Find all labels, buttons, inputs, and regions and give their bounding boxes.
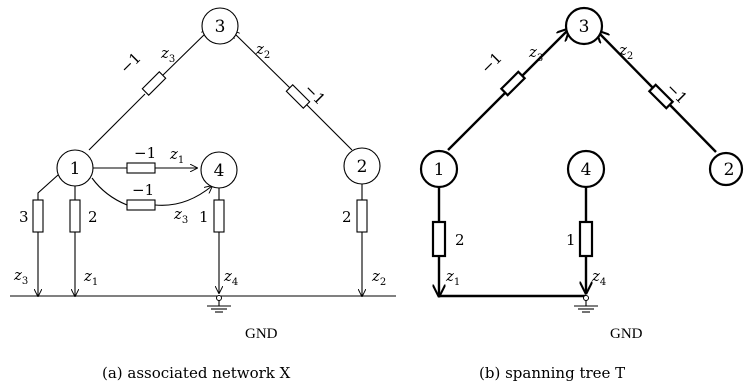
gnd-label: GND bbox=[245, 326, 278, 342]
edge-2-3: −1 z2 bbox=[232, 31, 353, 151]
caption-a: (a) associated network X bbox=[102, 364, 291, 382]
edge-1-3: −1 z3 bbox=[447, 29, 569, 151]
node-1: 1 bbox=[56, 149, 94, 187]
svg-text:3: 3 bbox=[579, 17, 590, 37]
edge-weight: 3 bbox=[19, 208, 29, 226]
node-4: 4 bbox=[200, 151, 238, 189]
resistor bbox=[126, 162, 156, 174]
node-3: 3 bbox=[201, 7, 239, 45]
ground-symbol bbox=[574, 295, 598, 313]
edge-z-label: z1 bbox=[445, 267, 460, 288]
edge-weight: 2 bbox=[455, 231, 465, 249]
resistor bbox=[499, 70, 527, 97]
resistor bbox=[69, 199, 81, 233]
ground-edge-2: 2 z2 bbox=[342, 184, 386, 296]
resistor bbox=[647, 83, 675, 110]
node-3: 3 bbox=[564, 6, 604, 46]
edge-weight: −1 bbox=[116, 49, 144, 77]
edge-z-label: z1 bbox=[83, 267, 98, 288]
svg-text:2: 2 bbox=[724, 160, 735, 180]
node-2: 2 bbox=[343, 147, 381, 185]
svg-text:3: 3 bbox=[215, 17, 226, 37]
gnd-label: GND bbox=[610, 326, 643, 342]
edge-z-label: z4 bbox=[591, 267, 606, 288]
edge-z-label: z3 bbox=[173, 205, 188, 226]
resistor bbox=[578, 220, 594, 258]
caption-b: (b) spanning tree T bbox=[479, 364, 625, 382]
edge-2-3: −1 z2 bbox=[597, 31, 717, 153]
edge-z-label: z3 bbox=[528, 43, 543, 64]
edge-z-label: z2 bbox=[618, 41, 633, 62]
edge-z-label: z4 bbox=[223, 267, 238, 288]
edge-1-4-b: −1 z3 bbox=[91, 177, 212, 226]
node-2: 2 bbox=[708, 151, 744, 187]
svg-text:1: 1 bbox=[434, 160, 445, 180]
resistor bbox=[285, 84, 311, 109]
edge-z-label: z2 bbox=[255, 40, 270, 61]
resistor bbox=[431, 220, 447, 258]
resistor bbox=[213, 199, 225, 233]
edge-z-label: z3 bbox=[13, 266, 28, 287]
svg-text:2: 2 bbox=[357, 157, 368, 177]
node-1: 1 bbox=[419, 149, 459, 189]
edge-weight: 1 bbox=[199, 208, 209, 226]
node-4: 4 bbox=[566, 149, 606, 189]
panel-b: −1 z3 −1 z2 2 z1 1 z4 bbox=[419, 6, 744, 382]
edge-weight: −1 bbox=[477, 49, 505, 77]
edge-weight: 1 bbox=[566, 231, 576, 249]
edge-z-label: z3 bbox=[160, 44, 175, 65]
svg-text:4: 4 bbox=[581, 160, 592, 180]
resistor bbox=[32, 199, 44, 233]
panel-a: −1 z3 −1 z2 −1 z1 −1 z3 bbox=[10, 7, 396, 382]
svg-text:1: 1 bbox=[70, 159, 81, 179]
resistor bbox=[356, 199, 368, 233]
svg-text:4: 4 bbox=[214, 161, 225, 181]
edge-z-label: z1 bbox=[169, 145, 184, 166]
edge-weight: 2 bbox=[342, 208, 352, 226]
ground-edge-4: 1 z4 bbox=[199, 188, 238, 293]
resistor bbox=[126, 199, 156, 211]
edge-weight: 2 bbox=[88, 208, 98, 226]
ground-edge-1a: 3 z3 bbox=[13, 174, 59, 296]
edge-1-4-a: −1 z1 bbox=[93, 144, 197, 174]
edge-weight: −1 bbox=[132, 181, 154, 199]
resistor bbox=[141, 71, 167, 96]
ground-edge-1b: 2 z1 bbox=[69, 184, 98, 296]
ground-edge-1: 2 z1 bbox=[431, 188, 465, 296]
ground-edge-4: 1 z4 bbox=[566, 188, 606, 293]
edge-1-3: −1 z3 bbox=[88, 30, 209, 151]
edge-weight: −1 bbox=[134, 144, 156, 162]
edge-z-label: z2 bbox=[371, 267, 386, 288]
ground-symbol bbox=[207, 295, 231, 313]
